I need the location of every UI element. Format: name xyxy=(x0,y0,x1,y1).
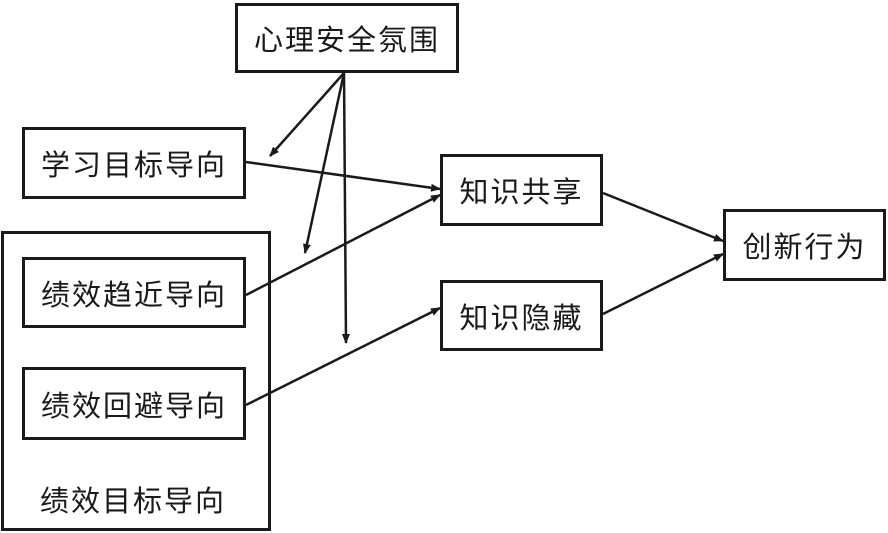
arrow-climate-to-learning xyxy=(269,72,345,157)
arrow-climate-to-approach xyxy=(302,72,346,254)
arrow-avoidance-to-hiding xyxy=(245,306,441,407)
knowledge-sharing-box: 知识共享 xyxy=(440,154,603,226)
performance-avoidance-box: 绩效回避导向 xyxy=(22,367,246,440)
performance-goal-group-label: 绩效目标导向 xyxy=(40,484,227,518)
performance-approach-box: 绩效趋近导向 xyxy=(22,257,246,328)
arrow-sharing-to-innovation xyxy=(602,191,724,243)
arrow-climate-to-avoidance xyxy=(341,72,350,344)
learning-goal-box: 学习目标导向 xyxy=(22,127,246,199)
arrow-learning-to-sharing xyxy=(245,160,441,192)
psychological-safety-box: 心理安全氛围 xyxy=(235,3,459,73)
innovative-behavior-box: 创新行为 xyxy=(723,209,886,281)
performance-goal-group xyxy=(1,231,271,531)
arrow-approach-to-sharing xyxy=(245,193,441,297)
arrow-hiding-to-innovation xyxy=(602,252,724,316)
knowledge-hiding-box: 知识隐藏 xyxy=(440,280,603,351)
